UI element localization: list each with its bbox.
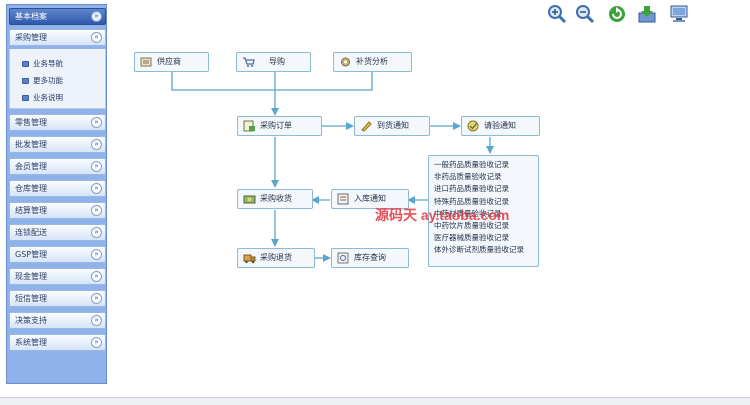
- submenu-item-business-notes[interactable]: 业务说明: [22, 92, 63, 104]
- sidebar-item-cash[interactable]: 现金管理 »: [9, 268, 106, 285]
- inspection-icon: [467, 120, 479, 132]
- node-label: 请验通知: [484, 121, 516, 130]
- node-inspection-notice[interactable]: 请验通知: [461, 116, 540, 136]
- node-purchase-return[interactable]: 采购退货: [237, 248, 315, 268]
- node-label: 入库通知: [354, 194, 386, 203]
- node-label: 库存查询: [354, 253, 386, 262]
- chevron-down-icon: »: [91, 227, 102, 238]
- sidebar-item-label: 连锁配送: [15, 228, 47, 237]
- menu-bullet-icon: [22, 95, 29, 101]
- cart-icon: [243, 57, 255, 67]
- download-icon[interactable]: [636, 3, 658, 25]
- submenu-label: 业务导航: [33, 59, 63, 68]
- chevron-up-icon: «: [91, 32, 102, 43]
- submenu-label: 更多功能: [33, 76, 63, 85]
- status-bar: [0, 397, 750, 405]
- chevron-down-icon: »: [91, 139, 102, 150]
- sidebar-item-label: 采购管理: [15, 33, 47, 42]
- node-purchase-order[interactable]: 采购订单: [237, 116, 322, 136]
- record-item[interactable]: 非药品质量验收记录: [434, 172, 502, 182]
- watermark: 源码天 ay.taoba.com: [375, 207, 510, 223]
- record-item[interactable]: 特殊药品质量验收记录: [434, 196, 509, 206]
- sidebar-item-label: 批发管理: [15, 140, 47, 149]
- record-item[interactable]: 一般药品质量验收记录: [434, 160, 509, 169]
- notice-icon: [361, 121, 372, 132]
- chevron-down-icon: »: [91, 315, 102, 326]
- sidebar-item-label: 仓库管理: [15, 184, 47, 193]
- sidebar-item-label: 结算管理: [15, 206, 47, 215]
- sidebar-item-warehouse[interactable]: 仓库管理 »: [9, 180, 106, 197]
- sidebar-item-retail[interactable]: 零售管理 »: [9, 114, 106, 131]
- sidebar-item-label: 零售管理: [15, 118, 47, 127]
- chevron-down-icon: »: [91, 205, 102, 216]
- sidebar-item-label: 决策支持: [15, 316, 47, 325]
- chevron-down-icon: »: [91, 293, 102, 304]
- chevron-down-icon: »: [91, 271, 102, 282]
- chevron-down-icon: »: [91, 337, 102, 348]
- chevron-down-icon: »: [91, 11, 102, 22]
- node-purchase-receipt[interactable]: 采购收货: [237, 189, 313, 209]
- storage-icon: [337, 193, 349, 205]
- sidebar-item-gsp[interactable]: GSP管理 »: [9, 246, 106, 263]
- node-label: 到货通知: [377, 121, 409, 130]
- submenu-item-business-guide[interactable]: 业务导航: [22, 58, 63, 70]
- sidebar-item-settlement[interactable]: 结算管理 »: [9, 202, 106, 219]
- sidebar-item-member[interactable]: 会员管理 »: [9, 158, 106, 175]
- chevron-down-icon: »: [91, 117, 102, 128]
- submenu-item-more-functions[interactable]: 更多功能: [22, 75, 63, 87]
- sidebar-item-chain-delivery[interactable]: 连锁配送 »: [9, 224, 106, 241]
- sidebar-item-sms[interactable]: 短信管理 »: [9, 290, 106, 307]
- node-label: 导购: [269, 57, 285, 66]
- record-item[interactable]: 中药饮片质量验收记录: [434, 220, 509, 230]
- sidebar-item-basic-archive[interactable]: 基本档案 »: [9, 8, 106, 25]
- sidebar-nav: 基本档案 » 采购管理 « 业务导航 更多功能 业务说明 零售管理 »: [6, 4, 107, 384]
- node-arrival-notice[interactable]: 到货通知: [354, 116, 430, 136]
- sidebar-item-label: 基本档案: [15, 12, 47, 21]
- acceptance-records-list: 一般药品质量验收记录 非药品质量验收记录 进口药品质量验收记录 特殊药品质量验收…: [428, 155, 539, 267]
- gear-icon: [341, 57, 350, 67]
- zoom-in-icon[interactable]: [546, 3, 568, 25]
- query-icon: [337, 252, 349, 264]
- node-restock-analysis[interactable]: 补货分析: [333, 52, 412, 72]
- menu-bullet-icon: [22, 78, 29, 84]
- order-icon: [243, 120, 255, 132]
- sidebar-item-label: 现金管理: [15, 272, 47, 281]
- sidebar-item-system[interactable]: 系统管理 »: [9, 334, 106, 351]
- sidebar-item-wholesale[interactable]: 批发管理 »: [9, 136, 106, 153]
- node-label: 供应商: [157, 57, 181, 66]
- zoom-out-icon[interactable]: [574, 3, 596, 25]
- node-storage-notice[interactable]: 入库通知: [331, 189, 409, 209]
- sidebar-item-decision[interactable]: 决策支持 »: [9, 312, 106, 329]
- sidebar-item-label: 系统管理: [15, 338, 47, 347]
- supplier-icon: [140, 57, 152, 67]
- sidebar-item-purchase[interactable]: 采购管理 «: [9, 29, 106, 46]
- truck-icon: [243, 254, 256, 264]
- record-item[interactable]: 医疗器械质量验收记录: [434, 233, 509, 243]
- monitor-icon[interactable]: [668, 3, 690, 25]
- chevron-down-icon: »: [91, 249, 102, 260]
- node-label: 采购收货: [260, 194, 292, 203]
- sidebar-item-label: 会员管理: [15, 162, 47, 171]
- node-guide[interactable]: 导购: [236, 52, 311, 72]
- chevron-down-icon: »: [91, 183, 102, 194]
- node-label: 采购退货: [260, 253, 292, 262]
- receipt-icon: [243, 195, 256, 204]
- node-supplier[interactable]: 供应商: [134, 52, 209, 72]
- refresh-icon[interactable]: [606, 3, 628, 25]
- purchase-submenu: 业务导航 更多功能 业务说明: [9, 49, 106, 109]
- record-item[interactable]: 进口药品质量验收记录: [434, 184, 509, 194]
- sidebar-item-label: 短信管理: [15, 294, 47, 303]
- node-stock-query[interactable]: 库存查询: [331, 248, 409, 268]
- menu-bullet-icon: [22, 61, 29, 67]
- record-item[interactable]: 体外诊断试剂质量验收记录: [434, 245, 524, 255]
- toolbar: [540, 3, 700, 27]
- sidebar-item-label: GSP管理: [15, 250, 48, 259]
- node-label: 采购订单: [260, 121, 292, 130]
- node-label: 补货分析: [356, 57, 388, 66]
- record-item[interactable]: 中药材质量验收记录: [434, 208, 502, 218]
- chevron-down-icon: »: [91, 161, 102, 172]
- submenu-label: 业务说明: [33, 93, 63, 102]
